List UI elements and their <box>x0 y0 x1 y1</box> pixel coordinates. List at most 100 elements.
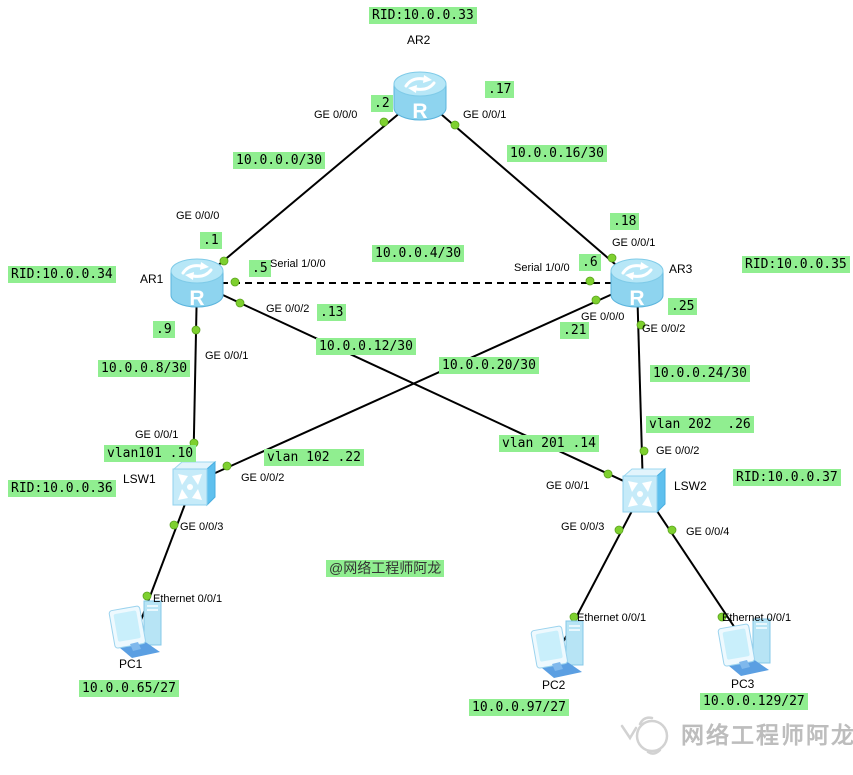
if-lsw2-ge002: GE 0/0/2 <box>656 445 700 457</box>
annotation-vlan102: vlan 102 .22 <box>264 449 364 466</box>
if-ar2-ge001: GE 0/0/1 <box>463 109 507 121</box>
annotation-rid-lsw1: RID:10.0.0.36 <box>8 480 116 497</box>
port-dot <box>230 277 240 287</box>
port-dot <box>636 320 646 330</box>
port-dot <box>591 295 601 305</box>
router-icon: R <box>393 71 447 123</box>
annotation-subnet-10-0-0-20: 10.0.0.20/30 <box>439 357 539 374</box>
if-ar3-ge002: GE 0/0/2 <box>642 323 686 335</box>
link-ar1-lsw2 <box>196 282 644 491</box>
port-dot <box>585 276 595 286</box>
annotation-ip-21: .21 <box>560 322 590 339</box>
annotation-vlan202: vlan 202 .26 <box>646 416 754 433</box>
port-dot <box>450 120 460 130</box>
if-pc1-eth001: Ethernet 0/0/1 <box>153 593 223 605</box>
annotation-ip-13: .13 <box>317 304 347 321</box>
annotation-ip-9: .9 <box>153 321 175 338</box>
pc-icon <box>108 600 162 658</box>
annotation-vlan201: vlan 201 .14 <box>499 435 599 452</box>
if-lsw2-ge001: GE 0/0/1 <box>546 480 590 492</box>
annotation-pc2-ip: 10.0.0.97/27 <box>469 699 569 716</box>
router-icon: R <box>170 258 224 310</box>
annotation-ip-17: .17 <box>485 81 515 98</box>
annotation-ip-18: .18 <box>610 213 640 230</box>
annotation-subnet-10-0-0-12: 10.0.0.12/30 <box>316 338 416 355</box>
port-dots <box>142 117 727 622</box>
port-dot <box>222 461 232 471</box>
if-ar1-serial: Serial 1/0/0 <box>270 258 326 270</box>
annotation-ip-2: .2 <box>371 95 393 112</box>
pc1-icon-wrap[interactable] <box>108 596 168 665</box>
annotation-subnet-10-0-0-16: 10.0.0.16/30 <box>507 145 607 162</box>
if-lsw2-ge004: GE 0/0/4 <box>686 526 730 538</box>
if-pc3-eth001: Ethernet 0/0/1 <box>722 612 792 624</box>
switch-icon <box>622 467 667 514</box>
center-watermark: @网络工程师阿龙 <box>326 560 445 577</box>
pc1-name-label: PC1 <box>119 657 143 671</box>
pc2-icon-wrap[interactable] <box>530 616 590 685</box>
annotation-ip-6: .6 <box>579 254 601 271</box>
if-lsw1-ge001: GE 0/0/1 <box>135 429 179 441</box>
link-ar3-lsw2 <box>636 282 644 491</box>
pc3-name-label: PC3 <box>731 677 755 691</box>
if-lsw1-ge003: GE 0/0/3 <box>180 521 224 533</box>
annotation-subnet-10-0-0-4: 10.0.0.4/30 <box>372 245 465 262</box>
if-ar3-ge001: GE 0/0/1 <box>612 237 656 249</box>
annotation-ip-5: .5 <box>249 260 271 277</box>
if-ar2-ge000: GE 0/0/0 <box>314 109 358 121</box>
pc2-name-label: PC2 <box>542 678 566 692</box>
brand-logo-icon <box>604 704 680 765</box>
if-ar1-ge002: GE 0/0/2 <box>266 303 310 315</box>
annotation-subnet-10-0-0-24: 10.0.0.24/30 <box>650 365 750 382</box>
port-dot <box>667 525 677 535</box>
port-dot <box>169 520 179 530</box>
annotation-rid-lsw2: RID:10.0.0.37 <box>733 469 841 486</box>
svg-text:R: R <box>189 287 204 310</box>
port-dot <box>614 525 624 535</box>
ar1-name-label: AR1 <box>140 272 164 286</box>
link-ar2-ar1 <box>196 95 421 284</box>
port-dot <box>379 117 389 127</box>
if-lsw1-ge002: GE 0/0/2 <box>241 472 285 484</box>
svg-text:R: R <box>412 100 427 123</box>
pc-icon <box>717 618 771 676</box>
router-icon: R <box>610 258 664 310</box>
port-dot <box>219 256 229 266</box>
annotation-rid-ar2: RID:10.0.0.33 <box>369 7 477 24</box>
router-ar2[interactable]: R <box>393 68 447 129</box>
port-dot <box>235 298 245 308</box>
port-dot <box>142 591 152 601</box>
router-ar1[interactable]: R <box>170 255 224 316</box>
annotation-vlan101: vlan101 .10 <box>104 445 197 462</box>
router-ar3[interactable]: R <box>610 255 664 316</box>
annotation-rid-ar1: RID:10.0.0.34 <box>8 266 116 283</box>
if-pc2-eth001: Ethernet 0/0/1 <box>577 612 647 624</box>
pc3-icon-wrap[interactable] <box>717 614 777 683</box>
port-dot <box>717 612 727 622</box>
port-dot <box>191 325 201 335</box>
if-ar1-ge000: GE 0/0/0 <box>176 210 220 222</box>
annotation-rid-ar3: RID:10.0.0.35 <box>742 256 850 273</box>
svg-text:R: R <box>629 287 644 310</box>
if-ar1-ge001: GE 0/0/1 <box>205 350 249 362</box>
if-ar3-ge000: GE 0/0/0 <box>581 311 625 323</box>
annotation-subnet-10-0-0-0: 10.0.0.0/30 <box>233 152 326 169</box>
switch-lsw2[interactable] <box>619 465 667 520</box>
pc-icon <box>530 620 584 678</box>
brand-watermark-text: 网络工程师阿龙 <box>681 722 853 748</box>
annotation-subnet-10-0-0-8: 10.0.0.8/30 <box>98 360 191 377</box>
annotation-ip-25: .25 <box>668 298 698 315</box>
lsw2-name-label: LSW2 <box>674 479 707 493</box>
link-lsw2-pc3 <box>642 489 748 647</box>
port-dot <box>639 446 649 456</box>
switch-icon <box>172 460 217 507</box>
lsw1-name-label: LSW1 <box>123 472 156 486</box>
port-dot <box>607 253 617 263</box>
annotation-ip-1: .1 <box>200 232 222 249</box>
annotation-pc3-ip: 10.0.0.129/27 <box>700 693 808 710</box>
ar2-name-label: AR2 <box>407 33 431 47</box>
annotation-pc1-ip: 10.0.0.65/27 <box>79 680 179 697</box>
switch-lsw1[interactable] <box>169 458 217 513</box>
